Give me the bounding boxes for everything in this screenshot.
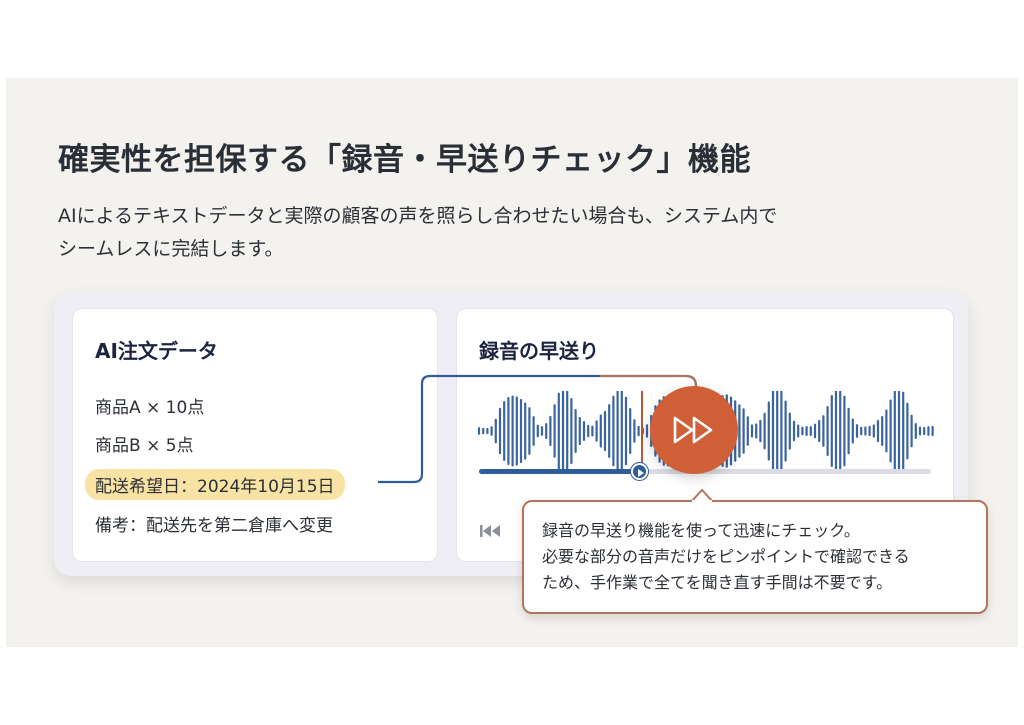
order-item: 商品A × 10点	[95, 398, 205, 418]
order-item: 商品B × 5点	[95, 436, 194, 456]
play-icon[interactable]	[631, 463, 648, 480]
tooltip-line: 必要な部分の音声だけをピンポイントで確認できる	[542, 547, 910, 566]
delivery-date-highlight: 配送希望日：2024年10月15日	[85, 469, 345, 500]
description-line: AIによるテキストデータと実際の顧客の声を照らし合わせたい場合も、システム内で	[58, 205, 778, 227]
description-line: シームレスに完結します。	[58, 238, 284, 260]
tooltip-line: ため、手作業で全てを聞き直す手間は不要です。	[542, 573, 893, 592]
feature-tooltip: 録音の早送り機能を使って迅速にチェック。 必要な部分の音声だけをピンポイントで確…	[522, 489, 988, 614]
tooltip-line: 録音の早送り機能を使って迅速にチェック。	[542, 521, 860, 540]
tooltip-pointer	[691, 489, 713, 502]
ai-order-card: AI注文データ 商品A × 10点 商品B × 5点 配送希望日：2024年10…	[72, 308, 438, 562]
progress-fill	[479, 469, 639, 474]
fast-forward-button[interactable]	[650, 386, 738, 474]
fast-forward-icon	[673, 416, 713, 444]
page-title: 確実性を担保する「録音・早送りチェック」機能	[58, 142, 751, 178]
page-description: AIによるテキストデータと実際の顧客の声を照らし合わせたい場合も、システム内で …	[58, 200, 958, 266]
ai-order-card-title: AI注文データ	[95, 339, 218, 363]
skip-back-icon[interactable]	[479, 523, 505, 539]
audio-card-title: 録音の早送り	[479, 339, 599, 363]
playhead-marker	[641, 391, 643, 471]
order-note: 備考：配送先を第二倉庫へ変更	[95, 516, 333, 536]
